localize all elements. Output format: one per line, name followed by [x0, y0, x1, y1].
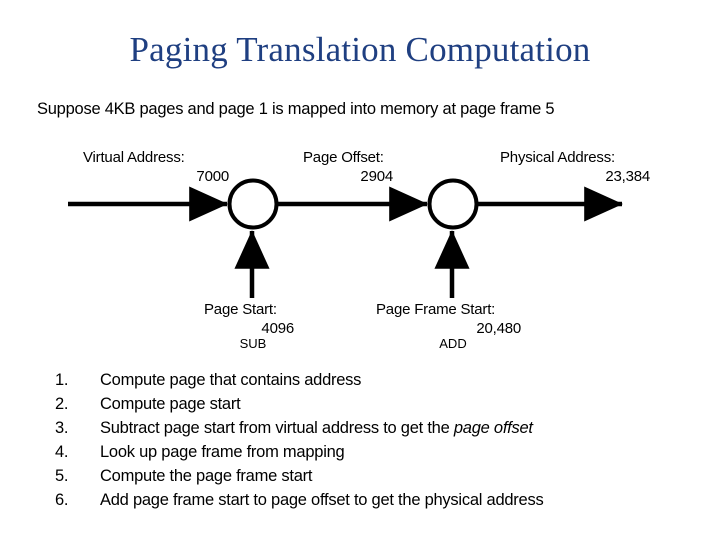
step-text: Compute page that contains address — [100, 371, 362, 389]
page-start-value: 4096 — [261, 320, 294, 337]
steps-list: 1. Compute page that contains address 2.… — [55, 368, 695, 512]
list-item: 3. Subtract page start from virtual addr… — [55, 416, 695, 440]
physical-address-value: 23,384 — [605, 168, 650, 185]
list-item: 1. Compute page that contains address — [55, 368, 695, 392]
list-item: 5. Compute the page frame start — [55, 464, 695, 488]
step-number: 4. — [55, 443, 69, 461]
page-frame-start-caption: Page Frame Start: — [376, 301, 496, 318]
step-number: 1. — [55, 371, 69, 389]
paging-translation-diagram: SUB ADD Virtual Address: 7000 Page Offse… — [0, 140, 720, 355]
step-text: Subtract page start from virtual address… — [100, 416, 533, 440]
physical-address-caption: Physical Address: — [500, 149, 615, 166]
step-text: Compute page start — [100, 395, 241, 413]
page-start-label: Page Start: 4096 — [204, 300, 294, 338]
add-node-label: ADD — [439, 336, 467, 351]
step-text: Compute the page frame start — [100, 467, 313, 485]
step-text-before: Subtract page start from virtual address… — [100, 419, 454, 437]
step-text: Add page frame start to page offset to g… — [100, 491, 544, 509]
step-text-emphasis: page offset — [453, 419, 533, 437]
virtual-address-label: Virtual Address: 7000 — [83, 148, 229, 186]
diagram-arrows-and-nodes — [68, 178, 623, 298]
step-number: 5. — [55, 467, 69, 485]
page-frame-start-value: 20,480 — [476, 320, 521, 337]
step-number: 6. — [55, 491, 69, 509]
virtual-address-value: 7000 — [196, 168, 229, 185]
sub-node-circle[interactable] — [227, 178, 279, 230]
step-text: Look up page frame from mapping — [100, 443, 345, 461]
page-offset-value: 2904 — [360, 168, 393, 185]
step-number: 3. — [55, 419, 69, 437]
page-start-caption: Page Start: — [204, 301, 277, 318]
page-offset-caption: Page Offset: — [303, 149, 384, 166]
sub-node-label: SUB — [239, 336, 267, 351]
list-item: 4. Look up page frame from mapping — [55, 440, 695, 464]
list-item: 6. Add page frame start to page offset t… — [55, 488, 695, 512]
slide-subtitle: Suppose 4KB pages and page 1 is mapped i… — [37, 100, 555, 118]
page-offset-label: Page Offset: 2904 — [303, 148, 393, 186]
add-node-circle[interactable] — [427, 178, 479, 230]
list-item: 2. Compute page start — [55, 392, 695, 416]
page-frame-start-label: Page Frame Start: 20,480 — [376, 300, 521, 338]
virtual-address-caption: Virtual Address: — [83, 149, 185, 166]
physical-address-label: Physical Address: 23,384 — [500, 148, 650, 186]
step-number: 2. — [55, 395, 69, 413]
page-title: Paging Translation Computation — [129, 30, 591, 69]
